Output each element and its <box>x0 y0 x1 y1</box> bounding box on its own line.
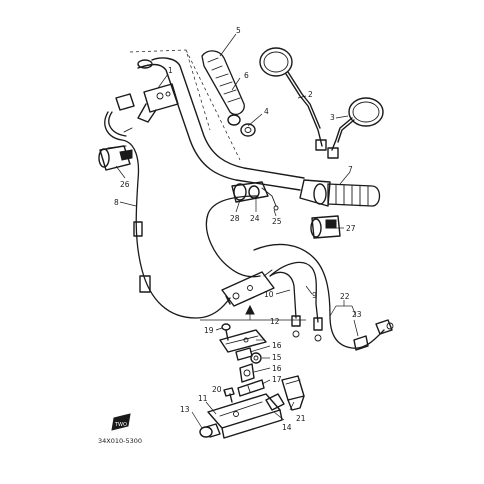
callout-23: 23 <box>352 310 362 319</box>
callout-27: 27 <box>346 224 356 233</box>
mirror-left <box>259 47 327 151</box>
callout-3: 3 <box>330 113 335 122</box>
callout-6: 6 <box>244 71 249 80</box>
cable-upper-loop <box>205 195 261 278</box>
part-21 <box>281 375 305 411</box>
left-switch-housing <box>137 83 179 123</box>
callout-13: 13 <box>180 405 190 414</box>
lower-housing-bottom <box>207 393 285 439</box>
lever-bracket <box>231 181 279 211</box>
callout-12: 12 <box>270 317 280 326</box>
callout-9: 9 <box>312 291 317 300</box>
callout-16: 16 <box>272 364 282 373</box>
callout-2: 2 <box>308 90 313 99</box>
part-16 <box>239 363 255 383</box>
callout-22: 22 <box>340 292 350 301</box>
callout-4: 4 <box>264 107 269 116</box>
cable-8 <box>104 93 231 319</box>
callout-20: 20 <box>212 385 222 394</box>
callout-18: 16 <box>272 341 282 350</box>
cable-9-10 <box>269 261 323 342</box>
right-grip <box>299 179 381 207</box>
cover-12 <box>219 329 267 353</box>
part-15 <box>250 352 262 364</box>
callout-19: 19 <box>204 326 214 335</box>
leader-lines <box>115 33 359 429</box>
cable-22-23 <box>253 243 394 351</box>
callout-14: 14 <box>282 423 292 432</box>
left-grip <box>201 50 256 137</box>
callout-25: 25 <box>272 217 282 226</box>
bracket-12 <box>200 304 306 321</box>
part-20 <box>223 387 235 403</box>
callout-8: 8 <box>114 198 119 207</box>
switch-26 <box>98 145 133 171</box>
mirror-right <box>327 97 384 159</box>
part-17 <box>237 379 265 397</box>
logo-text: TWO <box>114 422 127 428</box>
drawing-code: 34X010-5300 <box>98 437 142 445</box>
callout-21: 21 <box>296 414 306 423</box>
callout-5: 5 <box>236 26 241 35</box>
brand-logo: TWO <box>111 413 131 431</box>
lower-housing-top <box>221 269 275 307</box>
callout-7: 7 <box>348 165 353 174</box>
handlebar <box>137 57 305 191</box>
callout-11: 11 <box>198 394 208 403</box>
switch-27 <box>310 215 341 239</box>
reference-line <box>185 49 241 161</box>
callout-1: 1 <box>168 66 173 75</box>
callout-24: 24 <box>250 214 260 223</box>
end-cap-13 <box>199 423 221 438</box>
callout-28: 28 <box>230 214 240 223</box>
callout-26: 26 <box>120 180 130 189</box>
callout-15: 15 <box>272 353 282 362</box>
callout-17: 17 <box>272 375 282 384</box>
callout-labels: 1 5 6 4 2 3 7 8 26 28 24 25 27 10 9 22 2… <box>114 26 362 432</box>
callout-10: 10 <box>264 290 274 299</box>
screw-19 <box>221 323 231 341</box>
